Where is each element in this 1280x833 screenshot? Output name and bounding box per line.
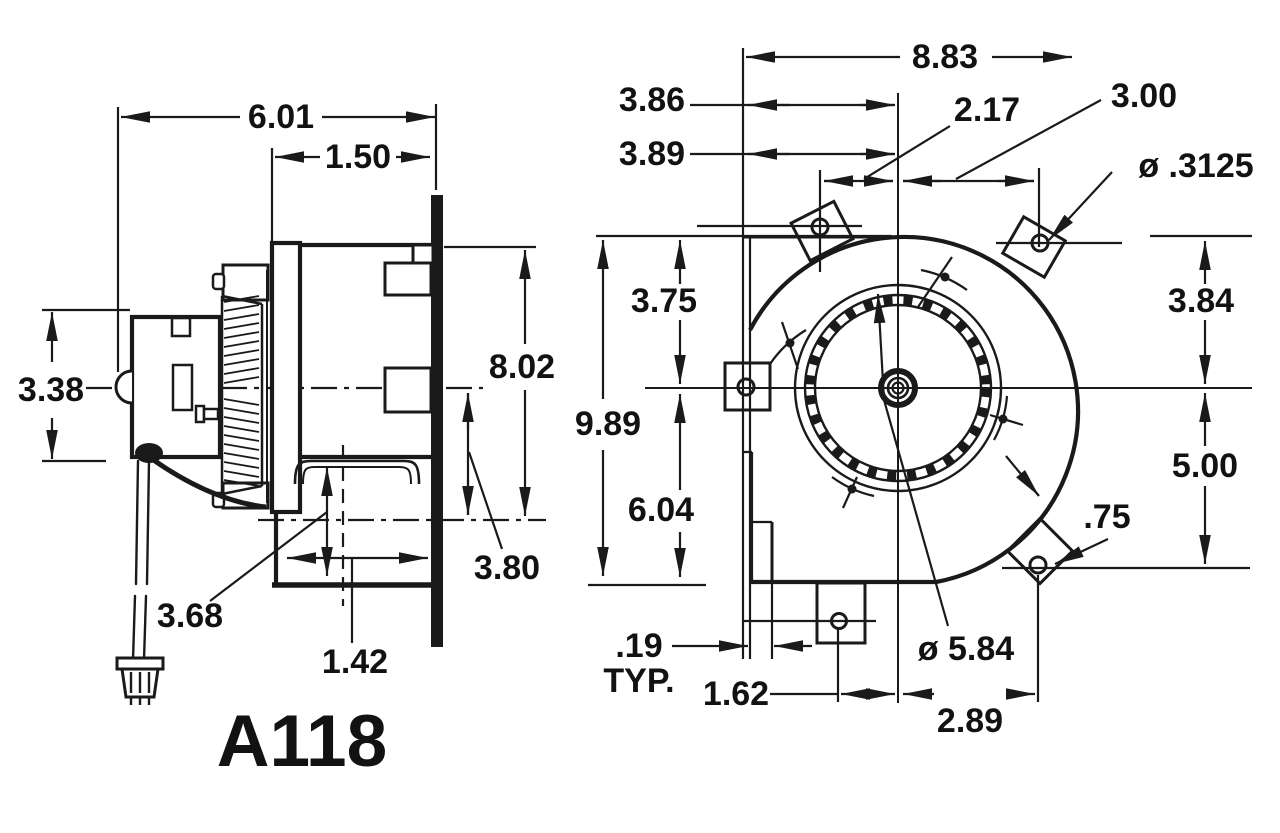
outlet-tray-outer [293,459,421,485]
dim-front-flange-lip-typ: TYP. [603,662,674,700]
wheel-balance-markers [769,256,1024,509]
housing-scroll-outline [748,234,1081,585]
wire-pair [131,459,151,662]
dim-front-tab-to-center: 1.62 [703,675,769,713]
dim-side-center-to-outlet-center: 3.80 [474,549,540,587]
wheel-blades-edge [223,295,260,487]
mounting-plate [431,195,443,647]
housing-front-plate [269,240,303,515]
dim-front-flange-lip: .19 [615,627,662,665]
dim-side-overall-depth: 6.01 [248,98,314,136]
motor-terminal-tip [202,407,220,421]
dim-front-center-to-bottom: 6.04 [628,491,694,529]
blower-wheel [793,283,1003,493]
side-dim-lines [46,111,531,643]
connector-pins [129,672,151,705]
standoff-upper [383,261,433,297]
dim-front-flange-to-center-lower: 3.89 [619,135,685,173]
dim-front-top-to-center-right: 3.84 [1168,282,1234,320]
outlet-tray-inner [302,466,412,485]
blade-frame [220,294,264,496]
mounting-holes [736,217,1050,630]
front-view: 8.83 3.86 3.89 2.17 3.00 ø .3125 3.75 9.… [575,38,1254,740]
wheel-hub [878,368,918,408]
connector-cap [115,656,165,671]
dim-front-mounting-hole-diameter: ø .3125 [1138,147,1253,185]
dim-side-outlet-opening: 3.68 [157,597,223,635]
motor-slot [171,363,194,412]
dim-front-center-to-ear-hole: 5.00 [1172,447,1238,485]
bracket-top-lug [211,272,226,291]
bracket-top [221,263,270,302]
dim-front-overall-width: 8.83 [912,38,978,76]
dim-front-top-to-center: 3.75 [631,282,697,320]
ear-top-right [1000,214,1068,280]
wheel-blade-ring [805,295,991,481]
side-view: 6.01 1.50 3.38 8.02 3.80 3.68 1.42 A118 [18,98,555,782]
front-ext-lines [588,48,1252,702]
dim-front-flange-to-center-upper: 3.86 [619,81,685,119]
part-label: A118 [217,701,388,782]
dim-side-top-to-outlet-center: 8.02 [489,348,555,386]
ear-top-left [789,199,855,263]
front-dim-lines [597,51,1211,700]
ear-left [723,361,772,412]
dim-front-center-to-right-hole: 3.00 [1111,77,1177,115]
dim-side-motor-height: 3.38 [18,371,84,409]
dim-side-outlet-width: 1.42 [322,643,388,681]
dim-front-center-to-right-ear: 2.89 [937,702,1003,740]
dim-front-center-to-left-hole: 2.17 [954,91,1020,129]
dim-front-overall-height: 9.89 [575,405,641,443]
motor-body [129,314,223,460]
motor-notch [170,316,192,338]
dim-front-ear-width: .75 [1083,498,1130,536]
motor-bearing-boss [114,369,133,405]
tab-bottom [815,581,867,645]
wire-lead-curve [150,456,267,510]
wire-grommet [135,443,163,463]
dim-side-housing-depth: 1.50 [325,138,391,176]
dim-front-wheel-diameter: ø 5.84 [918,630,1014,668]
standoff-lower [383,366,433,414]
ear-bottom-right [1005,516,1075,586]
